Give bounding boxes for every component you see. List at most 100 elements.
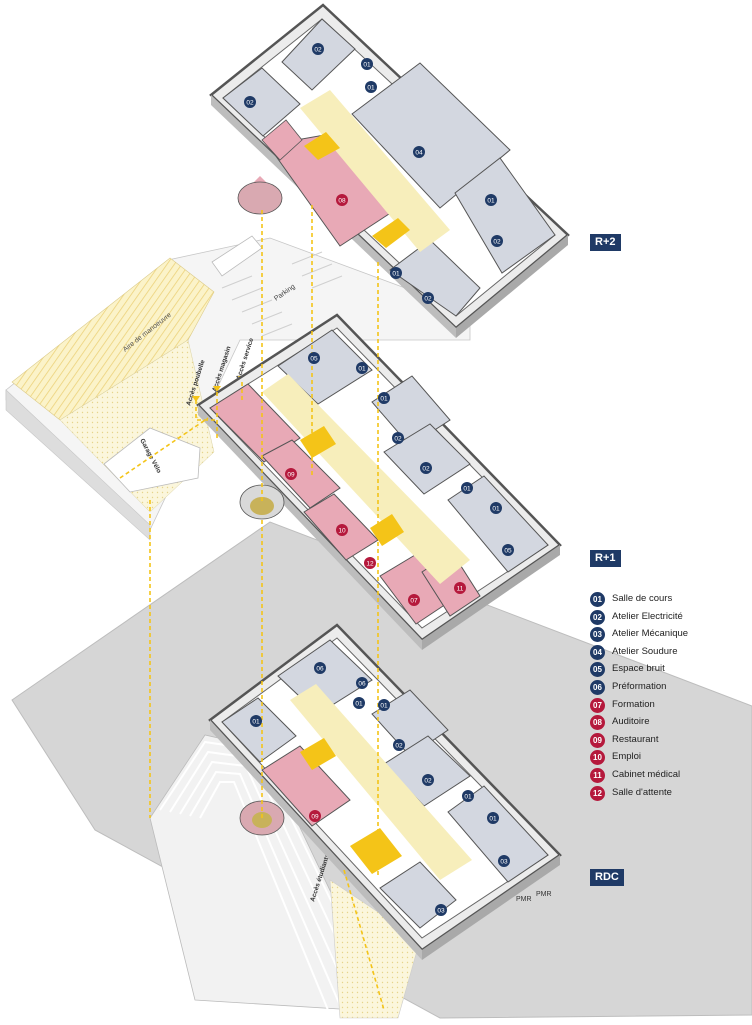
legend-marker: 04 bbox=[590, 644, 605, 660]
room-marker: 01 bbox=[250, 715, 262, 727]
room-marker-number: 02 bbox=[314, 46, 322, 53]
room-marker-number: 01 bbox=[380, 395, 388, 402]
legend-marker: 07 bbox=[590, 697, 605, 713]
room-marker-circle bbox=[485, 194, 497, 206]
floor-rdc bbox=[208, 623, 562, 960]
room-marker-number: 07 bbox=[410, 597, 418, 604]
room-marker: 01 bbox=[356, 362, 368, 374]
room-marker: 08 bbox=[336, 194, 348, 206]
ramp-steps bbox=[159, 740, 385, 1011]
room-marker-number: 05 bbox=[310, 355, 318, 362]
room-marker-number: 02 bbox=[493, 238, 501, 245]
legend-label: Atelier Mécanique bbox=[612, 628, 689, 640]
room-marker: 05 bbox=[502, 544, 514, 556]
legend-label: Atelier Electricité bbox=[612, 610, 683, 622]
room-marker: 06 bbox=[356, 677, 368, 689]
room-marker: 02 bbox=[422, 774, 434, 786]
room-marker: 06 bbox=[314, 662, 326, 674]
room-marker-number: 01 bbox=[492, 505, 500, 512]
room-marker: 01 bbox=[353, 697, 365, 709]
legend-label: Cabinet médical bbox=[612, 768, 681, 780]
room-marker-number: 01 bbox=[487, 197, 495, 204]
room-marker: 05 bbox=[308, 352, 320, 364]
room-marker-circle bbox=[420, 462, 432, 474]
floor-r2 bbox=[209, 3, 570, 338]
legend-item: 04 Atelier Soudure bbox=[590, 644, 750, 662]
room-marker: 02 bbox=[420, 462, 432, 474]
room-marker-circle bbox=[462, 790, 474, 802]
room-marker-circle bbox=[454, 582, 466, 594]
legend-label: Auditoire bbox=[612, 716, 650, 728]
room-marker-circle bbox=[502, 544, 514, 556]
room-marker-circle bbox=[393, 739, 405, 751]
room-marker-number: 01 bbox=[380, 702, 388, 709]
legend-item: 11 Cabinet médical bbox=[590, 767, 750, 785]
legend-marker: 06 bbox=[590, 679, 605, 695]
legend-label: Espace bruit bbox=[612, 663, 665, 675]
pmr-label-2: PMR bbox=[536, 891, 552, 898]
room-marker-number: 01 bbox=[489, 815, 497, 822]
room-marker-circle bbox=[365, 81, 377, 93]
room-marker-number: 01 bbox=[358, 365, 366, 372]
room-marker: 12 bbox=[364, 557, 376, 569]
legend-item: 06 Préformation bbox=[590, 679, 750, 697]
legend-marker: 09 bbox=[590, 732, 605, 748]
legend-label: Atelier Soudure bbox=[612, 645, 678, 657]
circulation-lines bbox=[119, 205, 385, 1011]
room-marker-number: 06 bbox=[316, 665, 324, 672]
room-marker-circle bbox=[356, 362, 368, 374]
room-marker-number: 01 bbox=[355, 700, 363, 707]
room-marker-circle bbox=[250, 715, 262, 727]
room-marker: 01 bbox=[487, 812, 499, 824]
legend-marker: 11 bbox=[590, 767, 605, 783]
legend-label: Emploi bbox=[612, 751, 642, 763]
legend-marker: 03 bbox=[590, 627, 605, 643]
legend-item: 03 Atelier Mécanique bbox=[590, 626, 750, 644]
room-marker-number: 11 bbox=[457, 585, 464, 592]
room-marker-circle bbox=[422, 774, 434, 786]
legend-label: Préformation bbox=[612, 680, 667, 692]
room-marker-number: 02 bbox=[424, 295, 432, 302]
room-marker: 01 bbox=[365, 81, 377, 93]
room-marker-circle bbox=[353, 697, 365, 709]
room-marker-number: 05 bbox=[504, 547, 512, 554]
room-marker: 09 bbox=[285, 468, 297, 480]
room-marker-number: 09 bbox=[311, 813, 319, 820]
room-marker: 02 bbox=[392, 432, 404, 444]
room-marker-circle bbox=[336, 194, 348, 206]
legend-item: 02 Atelier Electricité bbox=[590, 609, 750, 627]
room-marker-number: 01 bbox=[464, 793, 472, 800]
room-marker-circle bbox=[435, 904, 447, 916]
room-marker: 01 bbox=[378, 699, 390, 711]
room-marker-number: 02 bbox=[424, 777, 432, 784]
legend-label: Formation bbox=[612, 698, 655, 710]
room-marker-number: 12 bbox=[366, 560, 374, 567]
legend-marker: 02 bbox=[590, 609, 605, 625]
legend-item: 07 Formation bbox=[590, 697, 750, 715]
room-marker-circle bbox=[461, 482, 473, 494]
parking-lines bbox=[221, 251, 343, 337]
legend-label: Salle d'attente bbox=[612, 786, 672, 798]
legend-label: Restaurant bbox=[612, 733, 659, 745]
room-marker-number: 01 bbox=[463, 485, 471, 492]
room-marker-number: 08 bbox=[338, 197, 346, 204]
legend-item: 09 Restaurant bbox=[590, 732, 750, 750]
room-marker-circle bbox=[413, 146, 425, 158]
level-tag-rdc: RDC bbox=[590, 869, 624, 886]
legend-marker: 05 bbox=[590, 662, 605, 678]
room-marker-circle bbox=[491, 235, 503, 247]
room-marker: 01 bbox=[485, 194, 497, 206]
room-marker-number: 06 bbox=[358, 680, 366, 687]
room-marker: 09 bbox=[309, 810, 321, 822]
room-marker-circle bbox=[364, 557, 376, 569]
room-marker-number: 01 bbox=[367, 84, 375, 91]
room-marker-circle bbox=[378, 699, 390, 711]
room-marker: 02 bbox=[393, 739, 405, 751]
room-marker-number: 04 bbox=[415, 149, 423, 156]
room-marker: 02 bbox=[491, 235, 503, 247]
legend-marker: 01 bbox=[590, 592, 605, 607]
